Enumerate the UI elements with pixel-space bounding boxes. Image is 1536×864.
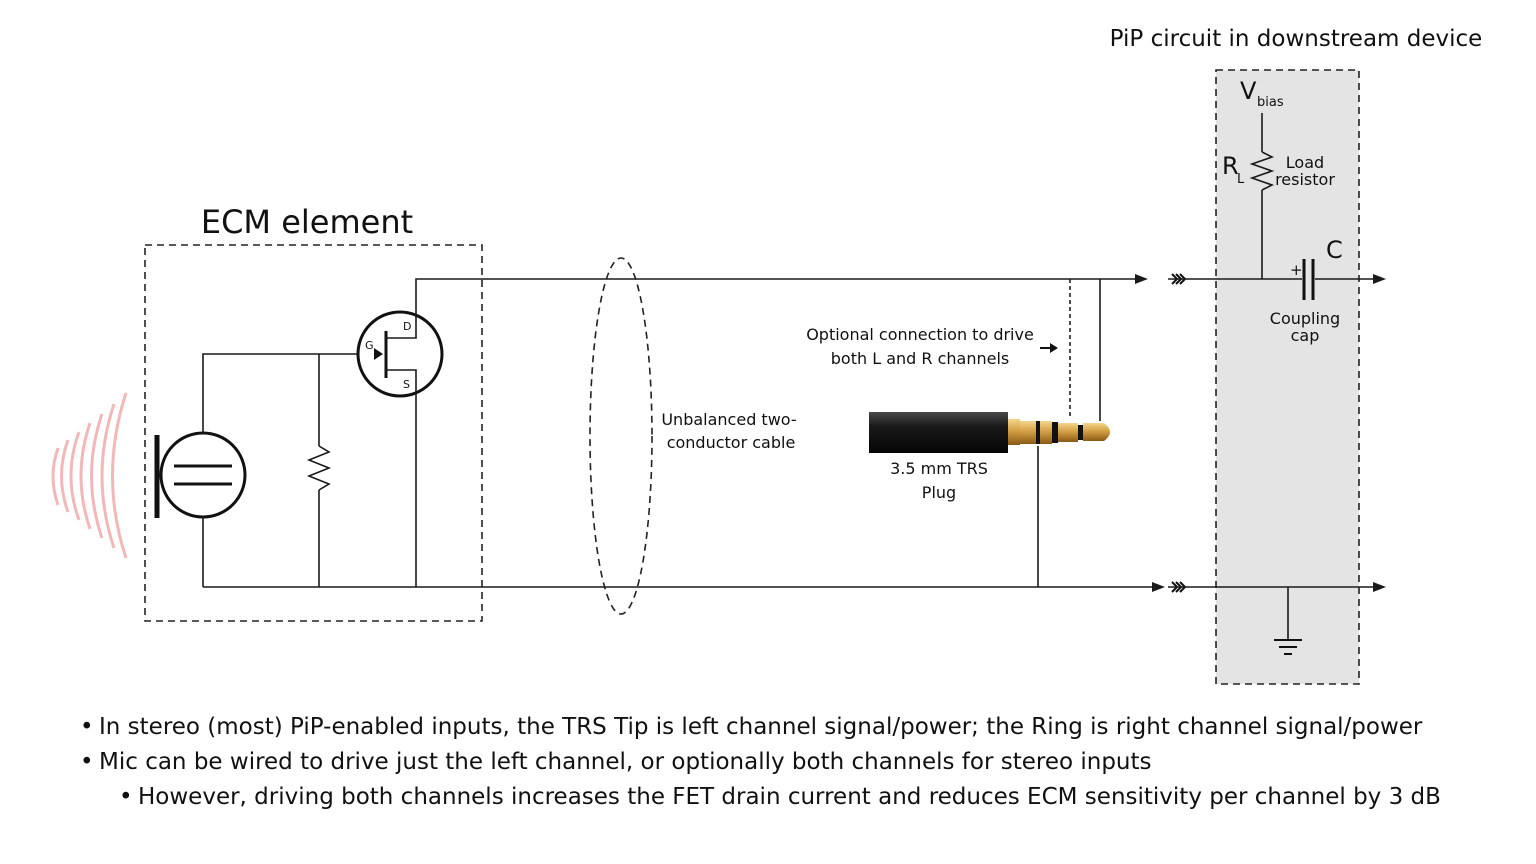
output-arrow-bottom-icon [1373, 582, 1386, 592]
signal-wire-top [415, 278, 1138, 311]
cable-label-line2: conductor cable [667, 433, 796, 452]
plug-label-line1: 3.5 mm TRS [890, 459, 988, 478]
trs-plug-icon [869, 412, 1110, 453]
coupling-label-line1: Coupling [1270, 309, 1340, 328]
ecm-element-box [144, 244, 483, 622]
plug-label-line2: Plug [922, 483, 956, 502]
microphone-capsule-icon [154, 431, 247, 519]
pip-title: PiP circuit in downstream device [1110, 26, 1483, 52]
vbias-subscript: bias [1257, 95, 1284, 110]
optional-label-line2: both L and R channels [831, 349, 1009, 368]
load-resistor-icon [1249, 151, 1275, 191]
optional-arrow-icon [1040, 343, 1058, 353]
notes-list: In stereo (most) PiP-enabled inputs, the… [80, 710, 1520, 815]
note-item: In stereo (most) PiP-enabled inputs, the… [80, 710, 1520, 745]
gate-resistor-icon [306, 445, 332, 491]
fet-gate-label: G [365, 339, 374, 352]
ecm-title: ECM element [201, 203, 413, 241]
cap-label: C [1326, 236, 1343, 264]
vbias-label: V [1240, 77, 1257, 105]
jfet-transistor-icon [356, 310, 444, 398]
cable-label-line1: Unbalanced two- [661, 410, 796, 429]
ground-symbol-icon [1274, 639, 1302, 655]
fet-drain-label: D [403, 320, 411, 333]
cable-bundle-icon [589, 257, 653, 615]
cap-plus-label: + [1290, 261, 1303, 279]
pip-circuit-box [1215, 69, 1360, 685]
capsule-gate-wire [202, 353, 374, 433]
ground-arrow-icon [1152, 582, 1165, 592]
output-arrow-top-icon [1373, 274, 1386, 284]
note-subitem: However, driving both channels increases… [80, 780, 1520, 815]
fet-source-label: S [403, 378, 410, 391]
signal-arrow-icon [1135, 274, 1148, 284]
rl-subscript: L [1237, 172, 1245, 187]
ecm-pip-circuit-diagram: PiP circuit in downstream device ECM ele… [51, 26, 1483, 685]
sound-waves-icon [51, 392, 128, 559]
rl-label: R [1222, 152, 1239, 180]
note-item: Mic can be wired to drive just the left … [80, 745, 1520, 780]
load-label-line1: Load [1286, 153, 1324, 172]
coupling-label-line2: cap [1291, 326, 1320, 345]
optional-label-line1: Optional connection to drive [806, 325, 1034, 344]
load-label-line2: resistor [1275, 170, 1335, 189]
